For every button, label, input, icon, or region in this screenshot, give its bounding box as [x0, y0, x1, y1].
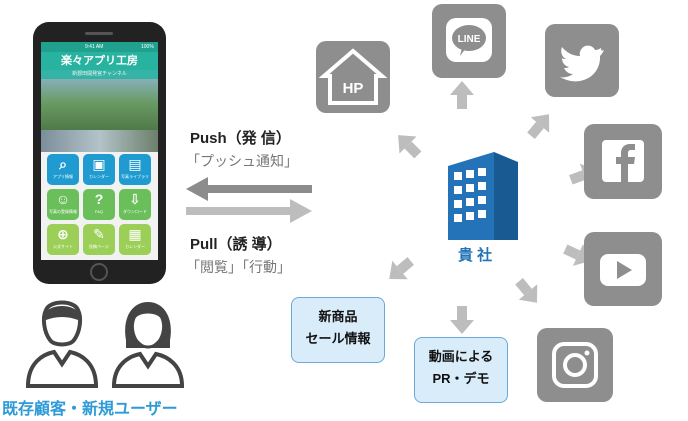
calendar-icon: ▦ — [128, 226, 142, 242]
tile-youtube[interactable] — [584, 232, 662, 306]
female-person-icon — [111, 302, 185, 388]
download-icon: ⇩ — [129, 191, 141, 207]
search-icon: ⌕ — [59, 156, 67, 172]
home-hp-icon: HP — [318, 48, 388, 105]
twitter-icon — [560, 45, 604, 82]
app-grid-tile[interactable]: ⇩ ダウンロード — [119, 189, 151, 220]
app-grid-tile[interactable]: ☺ 写真の登録情報 — [47, 189, 79, 220]
line-icon: LINE — [446, 18, 492, 62]
phone-screen: 9:41 AM 100% 楽々アプリ工房 新郡田開発官チャンネル ⌕ アプリ情報 ▣… — [41, 42, 158, 260]
push-subtitle: 「プッシュ通知」 — [186, 153, 298, 169]
banner-photo: 新郡田開発官チャンネル — [41, 70, 158, 130]
youtube-icon — [600, 254, 646, 286]
qr-icon: ▣ — [92, 156, 106, 172]
photo-icon: ▤ — [128, 156, 142, 172]
app-grid-tile[interactable]: ✎ 投稿ページ — [83, 224, 115, 255]
box-new-products-line2: セール情報 — [305, 331, 371, 346]
app-grid-tile-label: ダウンロード — [123, 209, 147, 214]
arrow-video — [450, 306, 474, 334]
arrow-instagram — [509, 273, 547, 311]
app-grid-tile-label: アプリ情報 — [53, 174, 73, 179]
company-label: 貴 社 — [458, 247, 493, 264]
app-grid-tile[interactable]: ▦ カレンダー — [119, 224, 151, 255]
status-time: 9:41 AM — [85, 44, 104, 50]
app-header: 楽々アプリ工房 — [41, 52, 158, 70]
arrow-hp — [389, 126, 427, 164]
pencil-icon: ✎ — [93, 226, 105, 242]
building-icon — [448, 152, 518, 240]
smartphone: 9:41 AM 100% 楽々アプリ工房 新郡田開発官チャンネル ⌕ アプリ情報 ▣… — [33, 22, 166, 284]
second-photo — [41, 130, 158, 152]
arrow-line — [450, 81, 474, 109]
app-grid-tile-label: カレンダー — [125, 244, 145, 249]
box-new-products-line1: 新商品 — [318, 309, 358, 324]
globe-icon: ⊕ — [57, 226, 69, 242]
app-grid-tile[interactable]: ▣ カレンダー — [83, 154, 115, 185]
instagram-icon — [552, 342, 598, 388]
customers-label: 既存顧客・新規ユーザー — [2, 401, 178, 418]
box-new-products: 新商品 セール情報 — [291, 297, 385, 363]
hp-text: HP — [343, 80, 364, 97]
push-title: Push（発 信） — [190, 130, 291, 147]
status-battery: 100% — [141, 44, 154, 50]
person-icon: ☺ — [55, 191, 71, 207]
facebook-icon — [602, 140, 644, 182]
box-video-pr: 動画による PR・デモ — [414, 337, 508, 403]
app-grid-tile-label: FAQ — [94, 209, 103, 214]
tile-twitter[interactable] — [545, 24, 619, 97]
speaker — [85, 32, 113, 35]
app-grid-tile-label: 投稿ページ — [89, 244, 109, 249]
app-grid: ⌕ アプリ情報 ▣ カレンダー ▤ 写真ライブラリ ☺ 写真の登録情報? FAQ ⇩ ダウンロード ⊕… — [47, 154, 153, 258]
app-grid-tile-label: カレンダー — [89, 174, 109, 179]
banner-caption: 新郡田開発官チャンネル — [41, 70, 158, 79]
app-grid-tile[interactable]: ▤ 写真ライブラリ — [119, 154, 151, 185]
status-bar: 9:41 AM 100% — [41, 42, 158, 52]
push-arrow — [186, 177, 312, 223]
arrow-products — [381, 251, 419, 289]
tile-instagram[interactable] — [537, 328, 613, 402]
pull-subtitle: 「閲覧」「行動」 — [186, 259, 291, 275]
app-title: 楽々アプリ工房 — [61, 55, 138, 67]
line-text: LINE — [458, 34, 481, 45]
app-grid-tile-label: 写真ライブラリ — [121, 174, 149, 179]
pull-title: Pull（誘 導） — [190, 236, 282, 253]
tile-facebook[interactable] — [584, 124, 662, 199]
app-grid-tile[interactable]: ? FAQ — [83, 189, 115, 220]
app-grid-tile-label: 公式サイト — [53, 244, 73, 249]
tile-line[interactable]: LINE — [432, 4, 506, 78]
box-video-pr-line1: 動画による — [428, 349, 494, 364]
app-grid-tile-label: 写真の登録情報 — [49, 209, 77, 214]
home-button[interactable] — [90, 263, 108, 281]
arrow-twitter — [521, 106, 559, 144]
question-icon: ? — [94, 191, 104, 207]
tile-hp[interactable]: HP — [316, 41, 390, 113]
app-grid-tile[interactable]: ⊕ 公式サイト — [47, 224, 79, 255]
male-person-icon — [25, 300, 99, 388]
app-grid-tile[interactable]: ⌕ アプリ情報 — [47, 154, 79, 185]
box-video-pr-line2: PR・デモ — [432, 371, 490, 386]
